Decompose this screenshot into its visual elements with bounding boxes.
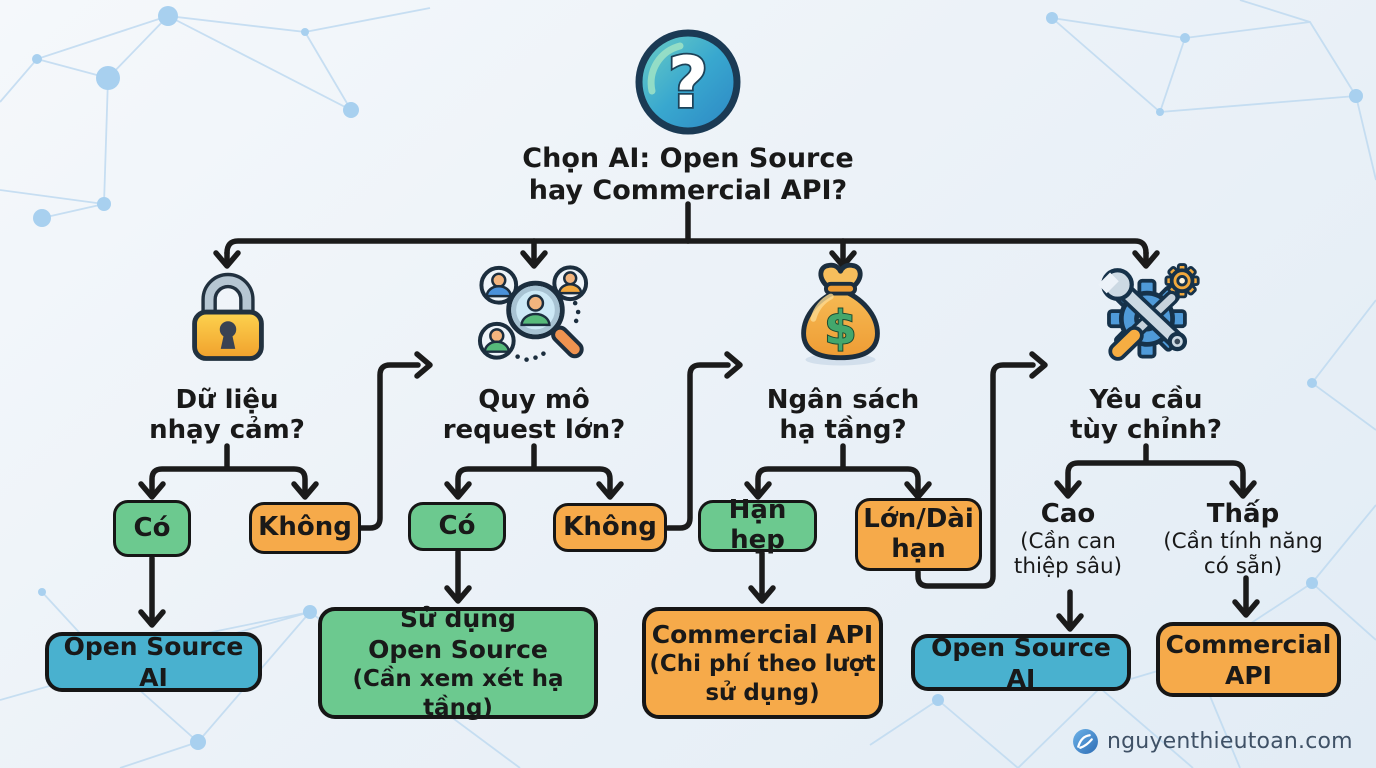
question-infrastructure-budget: Ngân sách hạ tầng? bbox=[766, 385, 920, 446]
question-mark-icon: ? bbox=[635, 29, 741, 135]
outcome-open-source-ai-right: Open Source AI bbox=[911, 633, 1131, 693]
question-request-scale: Quy mô request lớn? bbox=[442, 385, 626, 446]
outcome-open-source-ai-left: Open Source AI bbox=[45, 632, 262, 692]
lock-icon bbox=[192, 272, 264, 361]
svg-text:?: ? bbox=[668, 42, 709, 124]
money-bag-icon: $ bbox=[801, 262, 880, 366]
watermark-site-text: nguyenthieutoan.com bbox=[1107, 729, 1353, 754]
outcome-use-open-source: Sử dụng Open Source (Cần xem xét hạ tầng… bbox=[318, 604, 598, 721]
answer-limited-budget: Hạn hẹp bbox=[698, 495, 817, 555]
answer-large-longterm: Lớn/Dài hạn bbox=[855, 498, 982, 571]
question-customization: Yêu cầu tùy chỉnh? bbox=[1070, 385, 1222, 446]
watermark-logo-icon bbox=[1073, 729, 1098, 754]
answer-high-customization: Cao (Cần can thiệp sâu) bbox=[1013, 499, 1123, 580]
tools-icon bbox=[1097, 263, 1200, 361]
answer-no-2: Không bbox=[553, 503, 667, 552]
outcome-commercial-api-pay-per-use: Commercial API (Chi phí theo lượt sử dụn… bbox=[642, 607, 883, 719]
watermark: nguyenthieutoan.com bbox=[1072, 728, 1353, 755]
answer-yes-1: Có bbox=[113, 500, 191, 557]
svg-text:$: $ bbox=[824, 301, 856, 355]
answer-low-customization: Thấp (Cần tính năng có sẵn) bbox=[1163, 499, 1323, 580]
outcome-commercial-api: Commercial API bbox=[1156, 622, 1341, 697]
answer-no-1: Không bbox=[249, 502, 361, 554]
diagram-title: Chọn AI: Open Source hay Commercial API? bbox=[522, 143, 854, 207]
magnifier-people-icon bbox=[477, 265, 589, 362]
question-data-sensitivity: Dữ liệu nhạy cảm? bbox=[149, 385, 305, 446]
answer-yes-2: Có bbox=[408, 502, 506, 551]
